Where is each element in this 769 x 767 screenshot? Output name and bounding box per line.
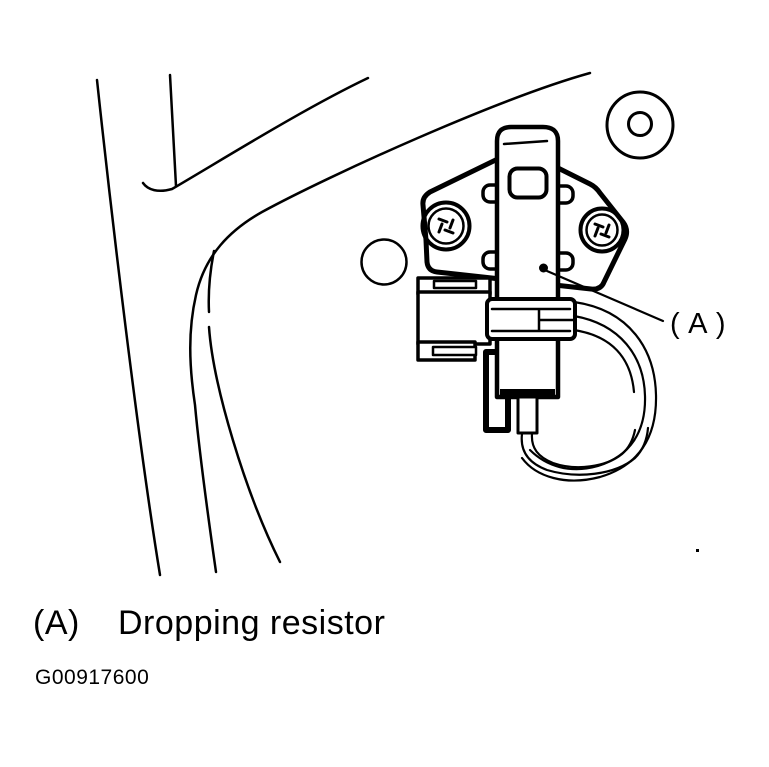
pillar-edge-line: [189, 71, 592, 574]
pillar-inner-line-b: [207, 325, 282, 564]
grommet-icon: [605, 90, 675, 160]
callout-leader: [539, 263, 665, 323]
legend-label: Dropping resistor: [118, 604, 386, 642]
resistor-window: [507, 166, 549, 200]
panel-line-vertical: [168, 73, 178, 188]
callout-dot: [539, 263, 548, 273]
screw-left-icon: [420, 200, 472, 252]
legend-key: (A): [33, 604, 80, 642]
screw-right-icon: [578, 206, 626, 254]
resistor-top-bevel: [502, 139, 549, 146]
panel-line-upper: [141, 76, 370, 192]
stray-dot: [696, 549, 699, 552]
callout-label: ( A ): [670, 308, 727, 340]
figure-code: G00917600: [35, 666, 150, 689]
pillar-inner-line-a: [207, 249, 216, 314]
panel-line-left: [95, 78, 162, 577]
harness-connector: [416, 276, 492, 362]
connector-lock-tab-top: [432, 279, 478, 290]
panel-hole-icon: [360, 238, 408, 286]
dropping-resistor-body: [494, 124, 561, 400]
body-panel-lines: [95, 71, 592, 577]
resistor-terminal-stub: [516, 395, 539, 435]
wire-loop: [520, 300, 658, 482]
wire-connector: [485, 297, 577, 341]
connector-lock-tab-bottom: [431, 345, 478, 357]
